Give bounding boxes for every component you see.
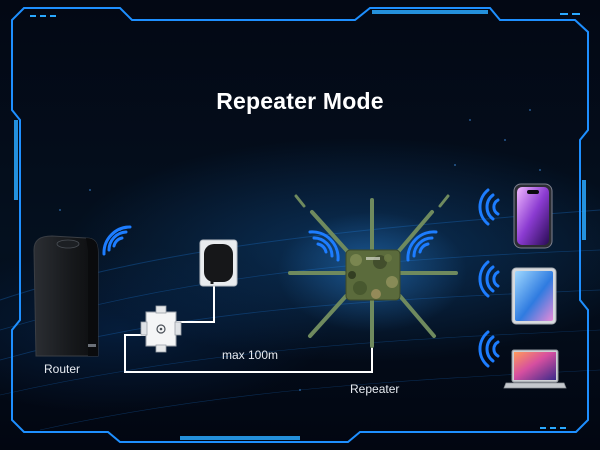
cable-to-adapter <box>176 284 215 323</box>
wifi-signal-icon <box>406 230 438 262</box>
laptop-icon <box>503 349 567 389</box>
wifi-signal-icon <box>478 260 500 298</box>
cable-length-label: max 100m <box>222 348 279 362</box>
router-icon <box>33 235 99 357</box>
hud-frame-ticks <box>30 13 580 429</box>
page-title: Repeater Mode <box>216 88 384 114</box>
power-adapter-icon <box>199 239 238 287</box>
router-label: Router <box>44 362 81 376</box>
wifi-signal-icon <box>102 225 132 256</box>
tablet-icon <box>511 267 557 325</box>
repeater-label: Repeater <box>350 382 400 396</box>
repeater-antennas <box>288 194 458 348</box>
wifi-signal-icon <box>478 330 500 368</box>
hud-frame <box>11 7 589 443</box>
poe-injector-icon <box>140 305 182 353</box>
wifi-signal-icon <box>478 188 500 226</box>
repeater-icon <box>345 249 401 301</box>
wifi-signal-icon <box>308 230 340 262</box>
hud-frame-accents <box>14 10 586 440</box>
cable-to-repeater <box>124 318 373 373</box>
smartphone-icon <box>513 183 553 249</box>
